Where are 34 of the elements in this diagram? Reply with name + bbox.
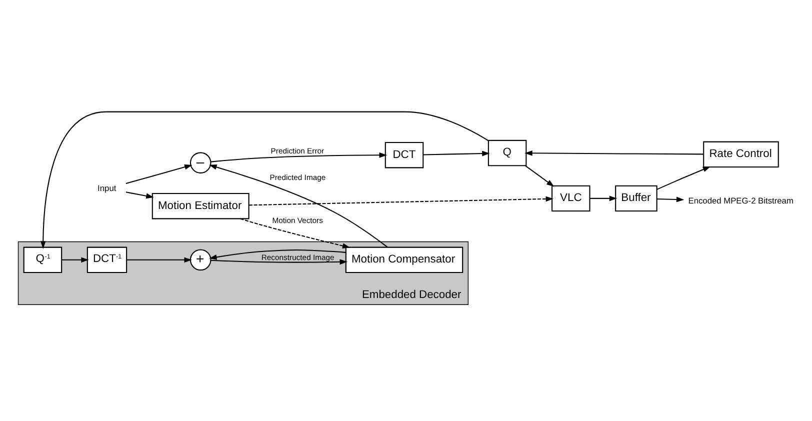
arrow <box>656 166 711 190</box>
node-circle: – <box>190 152 212 173</box>
node-circle: + <box>190 248 212 270</box>
arrow <box>248 196 554 206</box>
node-box: VLC <box>552 184 590 212</box>
arrow <box>240 218 350 248</box>
edge-label: Prediction Error <box>270 146 324 156</box>
arrow <box>590 195 618 201</box>
node-box: Q$^{-1}$ <box>23 246 62 272</box>
arrow <box>525 164 554 186</box>
edge-label: Reconstructed Image <box>261 252 334 262</box>
arrow <box>210 152 387 162</box>
node-box: Motion Estimator <box>152 192 250 219</box>
node-box: DCT$^{-1}$ <box>86 246 128 272</box>
arrow <box>423 150 490 156</box>
arrow <box>126 191 154 198</box>
node-text: Input <box>98 182 116 192</box>
arrow <box>40 110 489 248</box>
edge-label: Predicted Image <box>270 172 326 182</box>
arrow <box>62 256 89 262</box>
arrow <box>209 164 388 248</box>
arrow <box>210 258 348 264</box>
node-box: DCT <box>384 142 424 168</box>
arrow <box>209 248 346 260</box>
node-box: Buffer <box>615 184 658 212</box>
arrow <box>656 196 684 202</box>
arrow <box>126 256 192 262</box>
node-text: Encoded MPEG-2 Bitstream <box>688 194 794 205</box>
arrow <box>126 164 192 184</box>
node-box: Q <box>488 139 527 166</box>
arrow <box>524 150 704 156</box>
node-box: Motion Compensator <box>345 246 464 272</box>
edge-label: Motion Vectors <box>272 215 323 224</box>
node-box: Rate Control <box>703 140 779 168</box>
